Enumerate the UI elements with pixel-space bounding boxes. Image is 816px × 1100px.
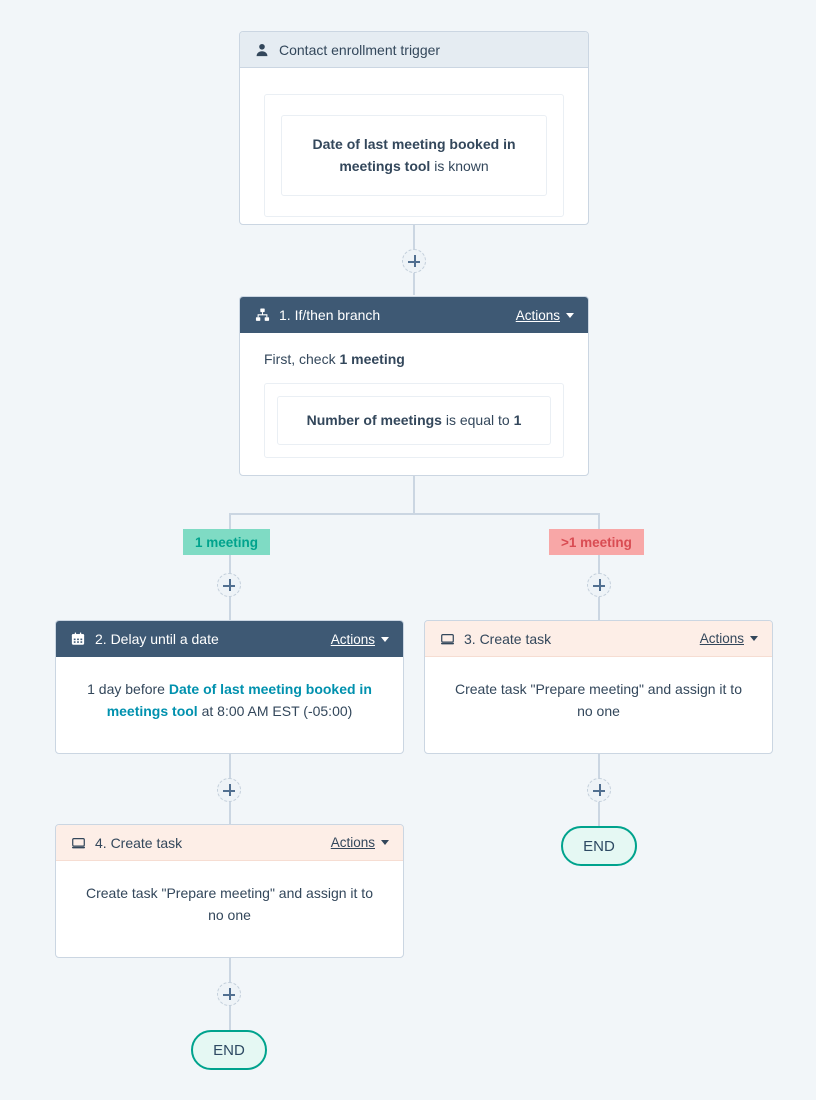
add-step-button-5[interactable] bbox=[587, 778, 611, 802]
trigger-card[interactable]: Contact enrollment trigger Date of last … bbox=[239, 31, 589, 225]
add-step-button-2[interactable] bbox=[217, 573, 241, 597]
trigger-criteria-property: Date of last meeting booked in meetings … bbox=[312, 136, 516, 174]
task4-card-title: 4. Create task bbox=[95, 834, 183, 851]
delay-card-header: 2. Delay until a date Actions bbox=[56, 621, 403, 657]
chevron-down-icon bbox=[381, 840, 389, 845]
calendar-icon bbox=[70, 631, 86, 647]
if-then-branch-icon bbox=[254, 307, 270, 323]
delay-body-suffix: at 8:00 AM EST (-05:00) bbox=[197, 702, 353, 719]
add-step-button-4[interactable] bbox=[217, 778, 241, 802]
trigger-criteria-outer: Date of last meeting booked in meetings … bbox=[264, 94, 564, 218]
branch-condition-outer: Number of meetings is equal to 1 bbox=[264, 382, 564, 459]
connector-right-branch bbox=[598, 513, 600, 631]
delay-until-date-card[interactable]: 2. Delay until a date Actions 1 day befo… bbox=[55, 620, 404, 754]
chevron-down-icon bbox=[381, 636, 389, 642]
task4-card-body: Create task "Prepare meeting" and assign… bbox=[86, 885, 373, 923]
branch-card-title: 1. If/then branch bbox=[279, 307, 381, 323]
trigger-criteria-operator: is known bbox=[430, 157, 489, 174]
chevron-down-icon bbox=[750, 636, 758, 641]
branch-card-header: 1. If/then branch Actions bbox=[240, 297, 588, 333]
branch-lead-text: First, check 1 meeting bbox=[264, 349, 564, 371]
trigger-criteria-box: Date of last meeting booked in meetings … bbox=[281, 115, 547, 197]
branch-lead-prefix: First, check bbox=[264, 351, 340, 367]
task-card-icon bbox=[439, 631, 455, 647]
delay-body-prefix: 1 day before bbox=[87, 681, 169, 697]
task3-actions-label: Actions bbox=[699, 631, 744, 646]
branch-label-no: >1 meeting bbox=[549, 529, 644, 555]
add-step-button-6[interactable] bbox=[217, 982, 241, 1006]
if-then-branch-card[interactable]: 1. If/then branch Actions First, check 1… bbox=[239, 296, 589, 476]
branch-label-yes: 1 meeting bbox=[183, 529, 271, 555]
branch-condition-value: 1 bbox=[513, 411, 522, 428]
task3-card-title: 3. Create task bbox=[464, 630, 552, 647]
branch-lead-name: 1 meeting bbox=[339, 351, 405, 367]
branch-condition-operator: is equal to bbox=[441, 411, 514, 428]
task3-actions-menu[interactable]: Actions bbox=[700, 631, 758, 646]
add-step-button-3[interactable] bbox=[587, 573, 611, 597]
end-node-right: END bbox=[561, 826, 637, 866]
delay-card-title: 2. Delay until a date bbox=[95, 631, 219, 647]
end-node-left: END bbox=[191, 1030, 267, 1070]
trigger-card-title: Contact enrollment trigger bbox=[279, 41, 441, 58]
contact-person-icon bbox=[254, 42, 270, 58]
branch-actions-menu[interactable]: Actions bbox=[516, 308, 574, 323]
delay-actions-menu[interactable]: Actions bbox=[331, 632, 389, 647]
task3-card-header: 3. Create task Actions bbox=[425, 621, 772, 657]
add-step-button-1[interactable] bbox=[402, 249, 426, 273]
create-task-card-4[interactable]: 4. Create task Actions Create task "Prep… bbox=[55, 824, 404, 958]
trigger-card-header: Contact enrollment trigger bbox=[240, 32, 588, 68]
connector-left-branch bbox=[229, 513, 231, 631]
branch-condition-property: Number of meetings bbox=[306, 411, 442, 428]
connector-branch-stem bbox=[413, 476, 415, 513]
task3-card-body: Create task "Prepare meeting" and assign… bbox=[455, 681, 742, 719]
task4-actions-menu[interactable]: Actions bbox=[331, 835, 389, 850]
task4-card-header: 4. Create task Actions bbox=[56, 825, 403, 861]
branch-condition-box: Number of meetings is equal to 1 bbox=[277, 395, 551, 446]
delay-body-property: Date of last meeting booked in meetings … bbox=[106, 681, 372, 719]
task-card-icon bbox=[70, 835, 86, 851]
delay-actions-label: Actions bbox=[330, 631, 375, 647]
create-task-card-3[interactable]: 3. Create task Actions Create task "Prep… bbox=[424, 620, 773, 754]
branch-card-body: First, check 1 meeting Number of meeting… bbox=[240, 333, 588, 459]
branch-actions-label: Actions bbox=[515, 307, 560, 323]
connector-branch-split bbox=[229, 513, 599, 515]
task4-actions-label: Actions bbox=[330, 835, 375, 850]
delay-card-body: 1 day before Date of last meeting booked… bbox=[56, 657, 403, 722]
trigger-card-body: Date of last meeting booked in meetings … bbox=[240, 68, 588, 218]
chevron-down-icon bbox=[566, 312, 574, 318]
